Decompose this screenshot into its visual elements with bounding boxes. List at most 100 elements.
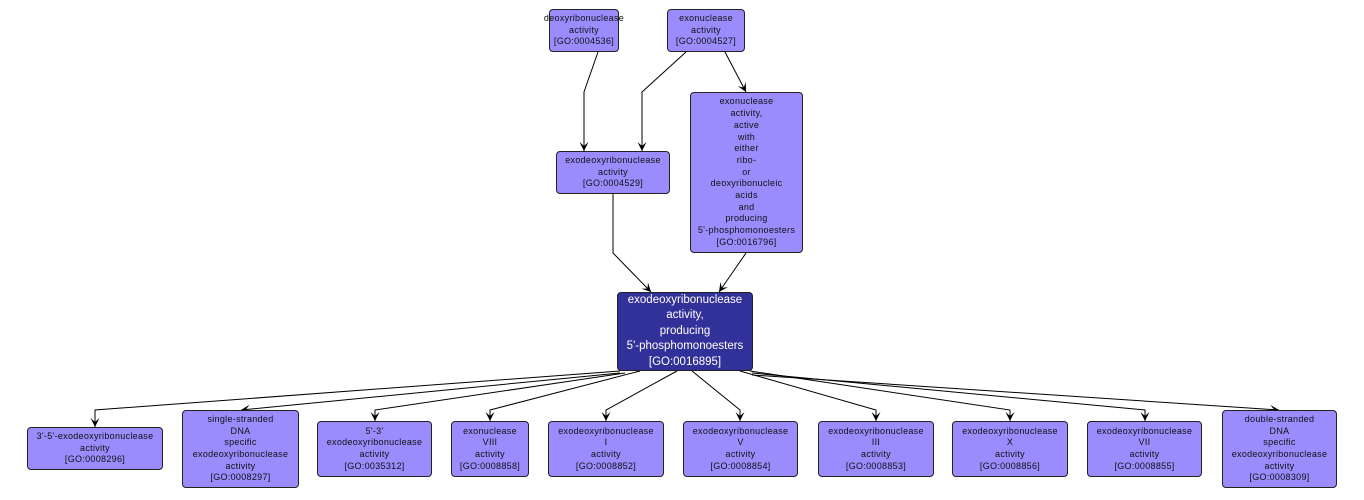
edge-GO0016895-to-GO0008854 bbox=[691, 370, 745, 421]
go-term-label-line: active bbox=[733, 119, 760, 130]
go-term-label-line: exodeoxyribonuclease bbox=[828, 425, 924, 436]
go-term-label-line: activity, bbox=[666, 309, 704, 322]
go-term-label-line: deoxyribonuclease bbox=[543, 12, 625, 23]
go-term-label-line: activity bbox=[725, 449, 756, 459]
go-term-id: [GO:0008856] bbox=[979, 460, 1041, 471]
arrowhead-icon bbox=[735, 412, 745, 421]
arrowhead-icon bbox=[601, 412, 611, 421]
arrowhead-icon bbox=[637, 142, 647, 151]
go-term-label-line: activity bbox=[359, 449, 390, 459]
go-term-id: [GO:0008297] bbox=[210, 472, 271, 483]
go-term-label-line: exodeoxyribonuclease bbox=[565, 154, 661, 165]
go-term-label-line: activity bbox=[995, 449, 1025, 459]
edge-line bbox=[724, 51, 747, 93]
edge-GO0004529-to-GO0016895 bbox=[612, 194, 652, 293]
edge-GO0016895-to-GO0008858 bbox=[485, 370, 641, 421]
go-term-label-line: producing bbox=[659, 324, 711, 337]
go-term-label-line: 5'-phosphomonoesters bbox=[697, 225, 796, 236]
go-term-id: [GO:0004529] bbox=[582, 178, 644, 189]
go-term-label-line: deoxyribonucleic bbox=[710, 178, 783, 189]
edge-GO0016895-to-GO0008853 bbox=[739, 370, 881, 421]
go-term-label-line: activity, bbox=[730, 108, 763, 119]
edge-line bbox=[691, 370, 741, 421]
go-term-label-line: activity bbox=[569, 24, 599, 35]
go-term-label-line: exonuclease bbox=[719, 96, 774, 107]
arrowhead-icon bbox=[641, 282, 651, 292]
edge-GO0016895-to-GO0008296 bbox=[90, 370, 621, 427]
go-term-id: [GO:0008852] bbox=[575, 460, 637, 471]
arrowhead-icon bbox=[737, 81, 746, 92]
go-term-id: [GO:0008855] bbox=[1114, 460, 1175, 471]
go-term-id: [GO:0016895] bbox=[648, 355, 722, 368]
go-term-label-line: exodeoxyribonuclease bbox=[1096, 425, 1193, 436]
edge-GO0016895-to-GO0008855 bbox=[751, 372, 1150, 421]
edge-line bbox=[583, 51, 599, 151]
go-term-label-line: exodeoxyribonuclease bbox=[1231, 449, 1328, 459]
go-term-label-line: activity bbox=[861, 449, 891, 459]
go-term-label-line: exodeoxyribonuclease bbox=[962, 425, 1058, 436]
go-term-label-line: exodeoxyribonuclease bbox=[692, 425, 789, 436]
go-term-label-line: exodeoxyribonuclease bbox=[326, 437, 423, 448]
edge-GO0004527-to-GO0004529 bbox=[637, 51, 687, 151]
go-term-label-line: single-stranded bbox=[207, 413, 274, 424]
go-term-label-line: activity bbox=[691, 24, 721, 35]
go-term-label-line: DNA bbox=[1269, 425, 1290, 436]
go-term-label-line: either bbox=[734, 143, 759, 154]
go-term-id: [GO:0008858] bbox=[459, 460, 521, 471]
go-term-label-line: with bbox=[737, 131, 756, 142]
go-term-label-line: V bbox=[737, 437, 744, 448]
edge-GO0004527-to-GO0016796 bbox=[724, 51, 747, 93]
go-term-label-line: activity bbox=[225, 460, 256, 471]
edge-GO0016895-to-GO0008856 bbox=[749, 370, 1015, 421]
go-term-label-line: X bbox=[1006, 437, 1014, 448]
go-term-label-line: exonuclease bbox=[463, 425, 517, 436]
go-term-id: [GO:0008296] bbox=[64, 454, 126, 465]
go-term-label-line: exodeoxyribonuclease bbox=[192, 449, 289, 459]
go-term-id: [GO:0035312] bbox=[344, 460, 405, 471]
arrowhead-icon bbox=[241, 404, 251, 414]
go-term-label-line: acids bbox=[735, 190, 758, 201]
go-term-label-line: activity bbox=[475, 449, 505, 459]
go-term-id: [GO:0016796] bbox=[716, 236, 777, 247]
edge-line bbox=[749, 370, 1011, 421]
arrowhead-icon bbox=[485, 412, 495, 421]
go-term-id: [GO:0004527] bbox=[675, 36, 737, 47]
go-term-id: [GO:0004536] bbox=[553, 36, 615, 47]
go-term-label-line: activity bbox=[598, 166, 628, 177]
edge-line bbox=[641, 51, 687, 151]
edge-GO0016796-to-GO0016895 bbox=[718, 252, 747, 293]
edge-GO0016895-to-GO0035312 bbox=[370, 372, 626, 421]
go-term-label-line: 3'-5'-exodeoxyribonuclease bbox=[36, 430, 154, 441]
edge-GO0016895-to-GO0008852 bbox=[601, 370, 678, 421]
edge-line bbox=[605, 370, 678, 421]
go-term-label-line: activity bbox=[80, 442, 110, 453]
arrowhead-icon bbox=[1140, 412, 1150, 421]
arrowhead-icon bbox=[719, 282, 728, 292]
go-term-label-line: exodeoxyribonuclease bbox=[558, 425, 654, 436]
go-term-label-line: specific bbox=[1263, 437, 1296, 448]
go-term-node-go0016895[interactable]: exodeoxyribonuclease activity, producing 5'… bbox=[617, 292, 753, 371]
go-term-label-line: VIII bbox=[482, 437, 498, 448]
go-term-label-line: III bbox=[871, 437, 881, 448]
go-term-label-line: exodeoxyribonuclease bbox=[627, 293, 743, 306]
go-term-label-line: 5'-phosphomonoesters bbox=[626, 340, 744, 353]
edge-line bbox=[94, 370, 621, 427]
edge-line bbox=[612, 194, 652, 293]
edge-GO0004536-to-GO0004529 bbox=[579, 51, 599, 151]
go-term-label-line: specific bbox=[224, 437, 257, 448]
